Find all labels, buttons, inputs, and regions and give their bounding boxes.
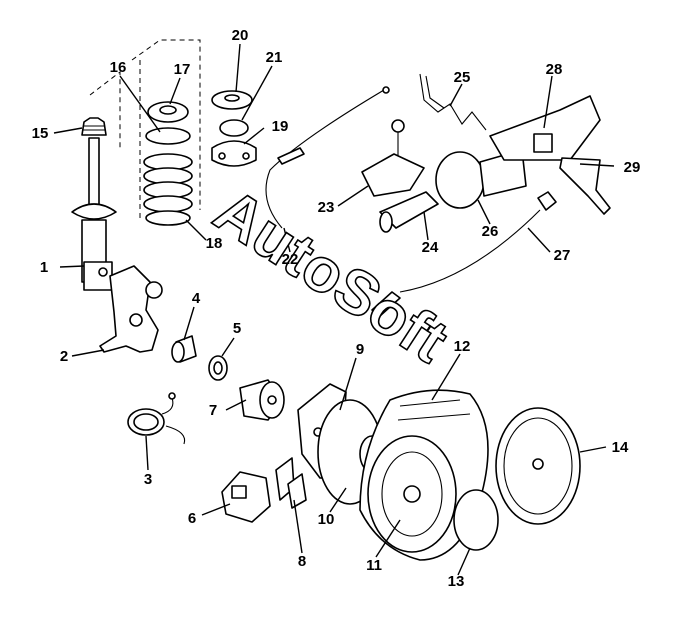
upper-seat-part [145, 101, 191, 145]
wheel-hub-part [239, 379, 285, 421]
brake-pads-part [275, 457, 307, 509]
callout-7: 7 [209, 402, 217, 419]
callout-5: 5 [233, 320, 241, 337]
callout-labels: 1 2 3 4 5 6 7 8 9 10 11 12 13 14 15 16 1… [32, 27, 641, 590]
pedal-bracket-part [489, 95, 601, 161]
steering-knuckle-part [99, 265, 163, 353]
sensor-cable-part [371, 191, 557, 317]
bump-stop-part [81, 117, 107, 136]
callout-10: 10 [318, 511, 335, 528]
callout-2: 2 [60, 348, 68, 365]
wheel-rim-part [367, 435, 457, 553]
callout-26: 26 [482, 223, 499, 240]
callout-15: 15 [32, 125, 49, 142]
callout-9: 9 [356, 341, 364, 358]
callout-8: 8 [298, 553, 306, 570]
hub-cap-part [453, 489, 499, 551]
callout-14: 14 [612, 439, 629, 456]
brake-pipes-part [419, 73, 487, 131]
wheel-cover-part [495, 407, 581, 525]
leader-lines [53, 43, 615, 576]
callout-24: 24 [422, 239, 439, 256]
callout-29: 29 [624, 159, 641, 176]
assembly-guide-lines [89, 39, 201, 220]
callout-17: 17 [174, 61, 191, 78]
callout-28: 28 [546, 61, 563, 78]
brake-booster-part [435, 149, 527, 209]
callout-11: 11 [366, 557, 382, 574]
callout-1: 1 [40, 259, 48, 276]
callout-23: 23 [318, 199, 335, 216]
callout-20: 20 [232, 27, 249, 44]
callout-12: 12 [454, 338, 471, 355]
abs-sensor-cable-part [127, 392, 186, 445]
callout-13: 13 [448, 573, 465, 590]
callout-21: 21 [266, 49, 283, 66]
bearing-ring-part [208, 355, 228, 381]
callout-18: 18 [206, 235, 223, 252]
coil-spring-part [143, 153, 193, 226]
callout-22: 22 [282, 251, 299, 268]
callout-4: 4 [192, 290, 201, 307]
callout-3: 3 [144, 471, 152, 488]
callout-27: 27 [554, 247, 571, 264]
callout-19: 19 [272, 118, 289, 135]
control-cable-part [265, 86, 390, 229]
shock-absorber-strut [71, 137, 117, 291]
callout-6: 6 [188, 510, 196, 527]
callout-16: 16 [110, 59, 127, 76]
pedal-lever-part [559, 157, 611, 215]
wheel-bearing-part [171, 335, 197, 363]
brake-caliper-part [221, 471, 271, 523]
strut-top-mount-part [211, 90, 257, 167]
callout-25: 25 [454, 69, 471, 86]
cylinder-housing-part [361, 119, 425, 197]
master-cylinder-part [379, 191, 439, 233]
